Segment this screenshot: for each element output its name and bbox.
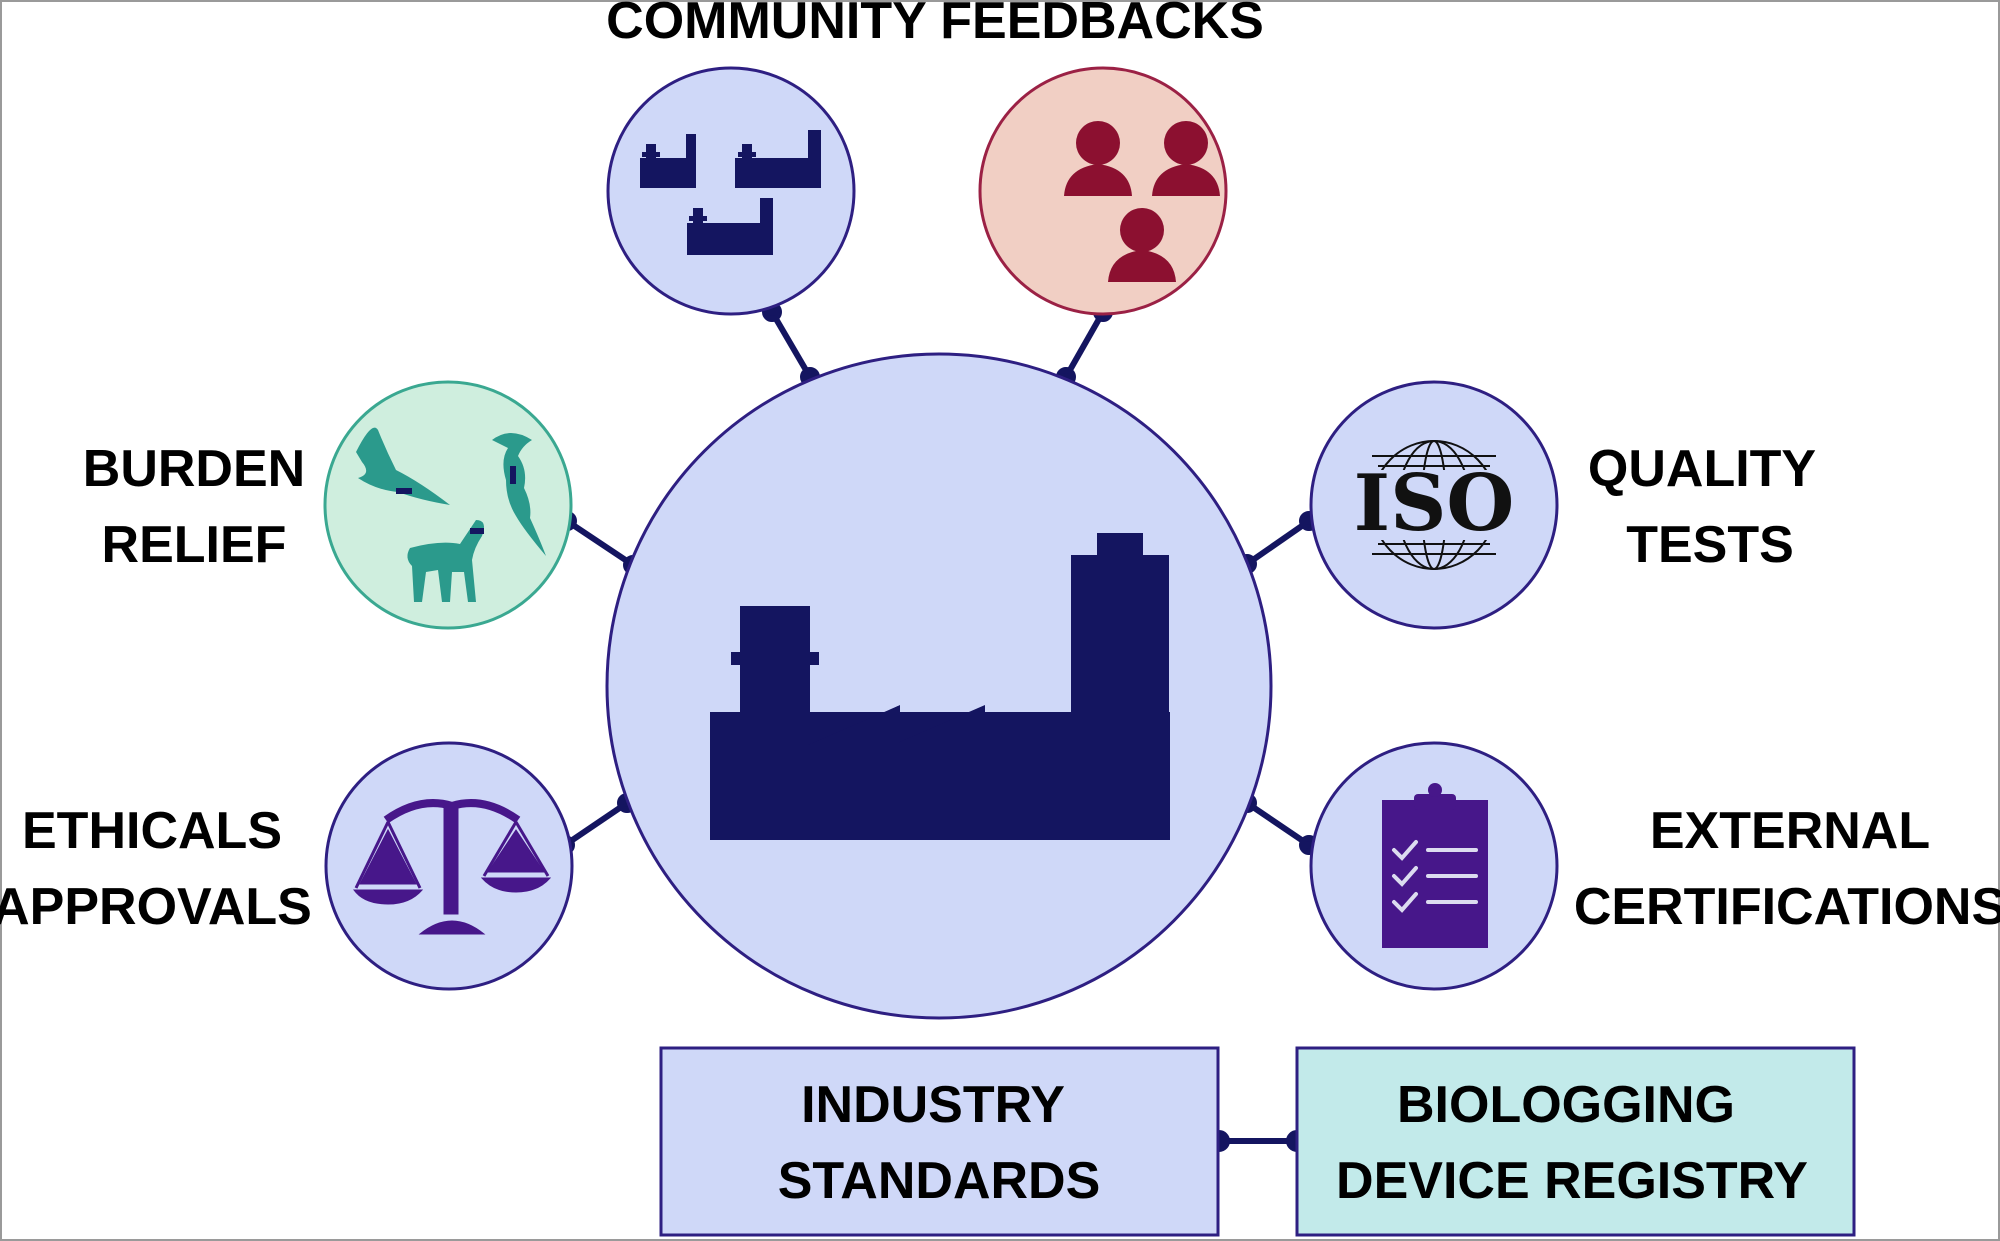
- label-quality-tests-1: QUALITY: [1588, 440, 1816, 498]
- central-hub: [605, 352, 1273, 1020]
- connector-right-upper: [1245, 518, 1311, 567]
- animals-icon: [356, 427, 546, 602]
- labels: COMMUNITY FEEDBACKS BURDEN RELIEF QUALIT…: [0, 0, 2000, 1210]
- industry-standards-box: [659, 1046, 1220, 1237]
- biologging-registry-rect: [1295, 1046, 1856, 1237]
- central-circle: [605, 352, 1273, 1020]
- connector-left-upper: [565, 518, 635, 568]
- label-external-certifications-2: CERTIFICATIONS: [1574, 878, 2000, 936]
- factory-icon: [710, 533, 1170, 840]
- clipboard-checklist-icon: [1382, 783, 1488, 948]
- connector-top-left: [769, 310, 813, 379]
- label-industry-standards-2: STANDARDS: [778, 1152, 1101, 1210]
- node-animals: [323, 380, 573, 630]
- label-burden-relief-2: RELIEF: [102, 516, 287, 574]
- label-ethicals-approvals-1: ETHICALS: [22, 802, 282, 860]
- node-factories: [606, 66, 856, 316]
- label-biologging-registry-2: DEVICE REGISTRY: [1336, 1152, 1808, 1210]
- node-circle: [606, 66, 856, 316]
- biologging-registry-box: [1295, 1046, 1856, 1237]
- iso-globe-icon: ISO: [1352, 440, 1516, 570]
- label-community-feedbacks: COMMUNITY FEEDBACKS: [606, 0, 1264, 50]
- industry-standards-rect: [659, 1046, 1220, 1237]
- node-clipboard: [1309, 741, 1559, 991]
- node-iso: ISO: [1309, 380, 1559, 630]
- scales-icon: [353, 799, 552, 935]
- iso-badge-text: ISO: [1354, 458, 1515, 549]
- label-external-certifications-1: EXTERNAL: [1650, 802, 1930, 860]
- node-people: [978, 66, 1228, 316]
- connector-left-lower: [563, 800, 629, 848]
- people-icon: [1064, 121, 1220, 282]
- connector-top-right: [1063, 310, 1106, 379]
- connector-right-lower: [1245, 800, 1311, 848]
- label-biologging-registry-1: BIOLOGGING: [1397, 1076, 1735, 1134]
- label-ethicals-approvals-2: APPROVALS: [0, 878, 312, 936]
- label-quality-tests-2: TESTS: [1626, 516, 1794, 574]
- factories-icon: [640, 130, 821, 255]
- label-burden-relief-1: BURDEN: [83, 440, 305, 498]
- node-scales: [324, 741, 574, 991]
- label-industry-standards-1: INDUSTRY: [801, 1076, 1065, 1134]
